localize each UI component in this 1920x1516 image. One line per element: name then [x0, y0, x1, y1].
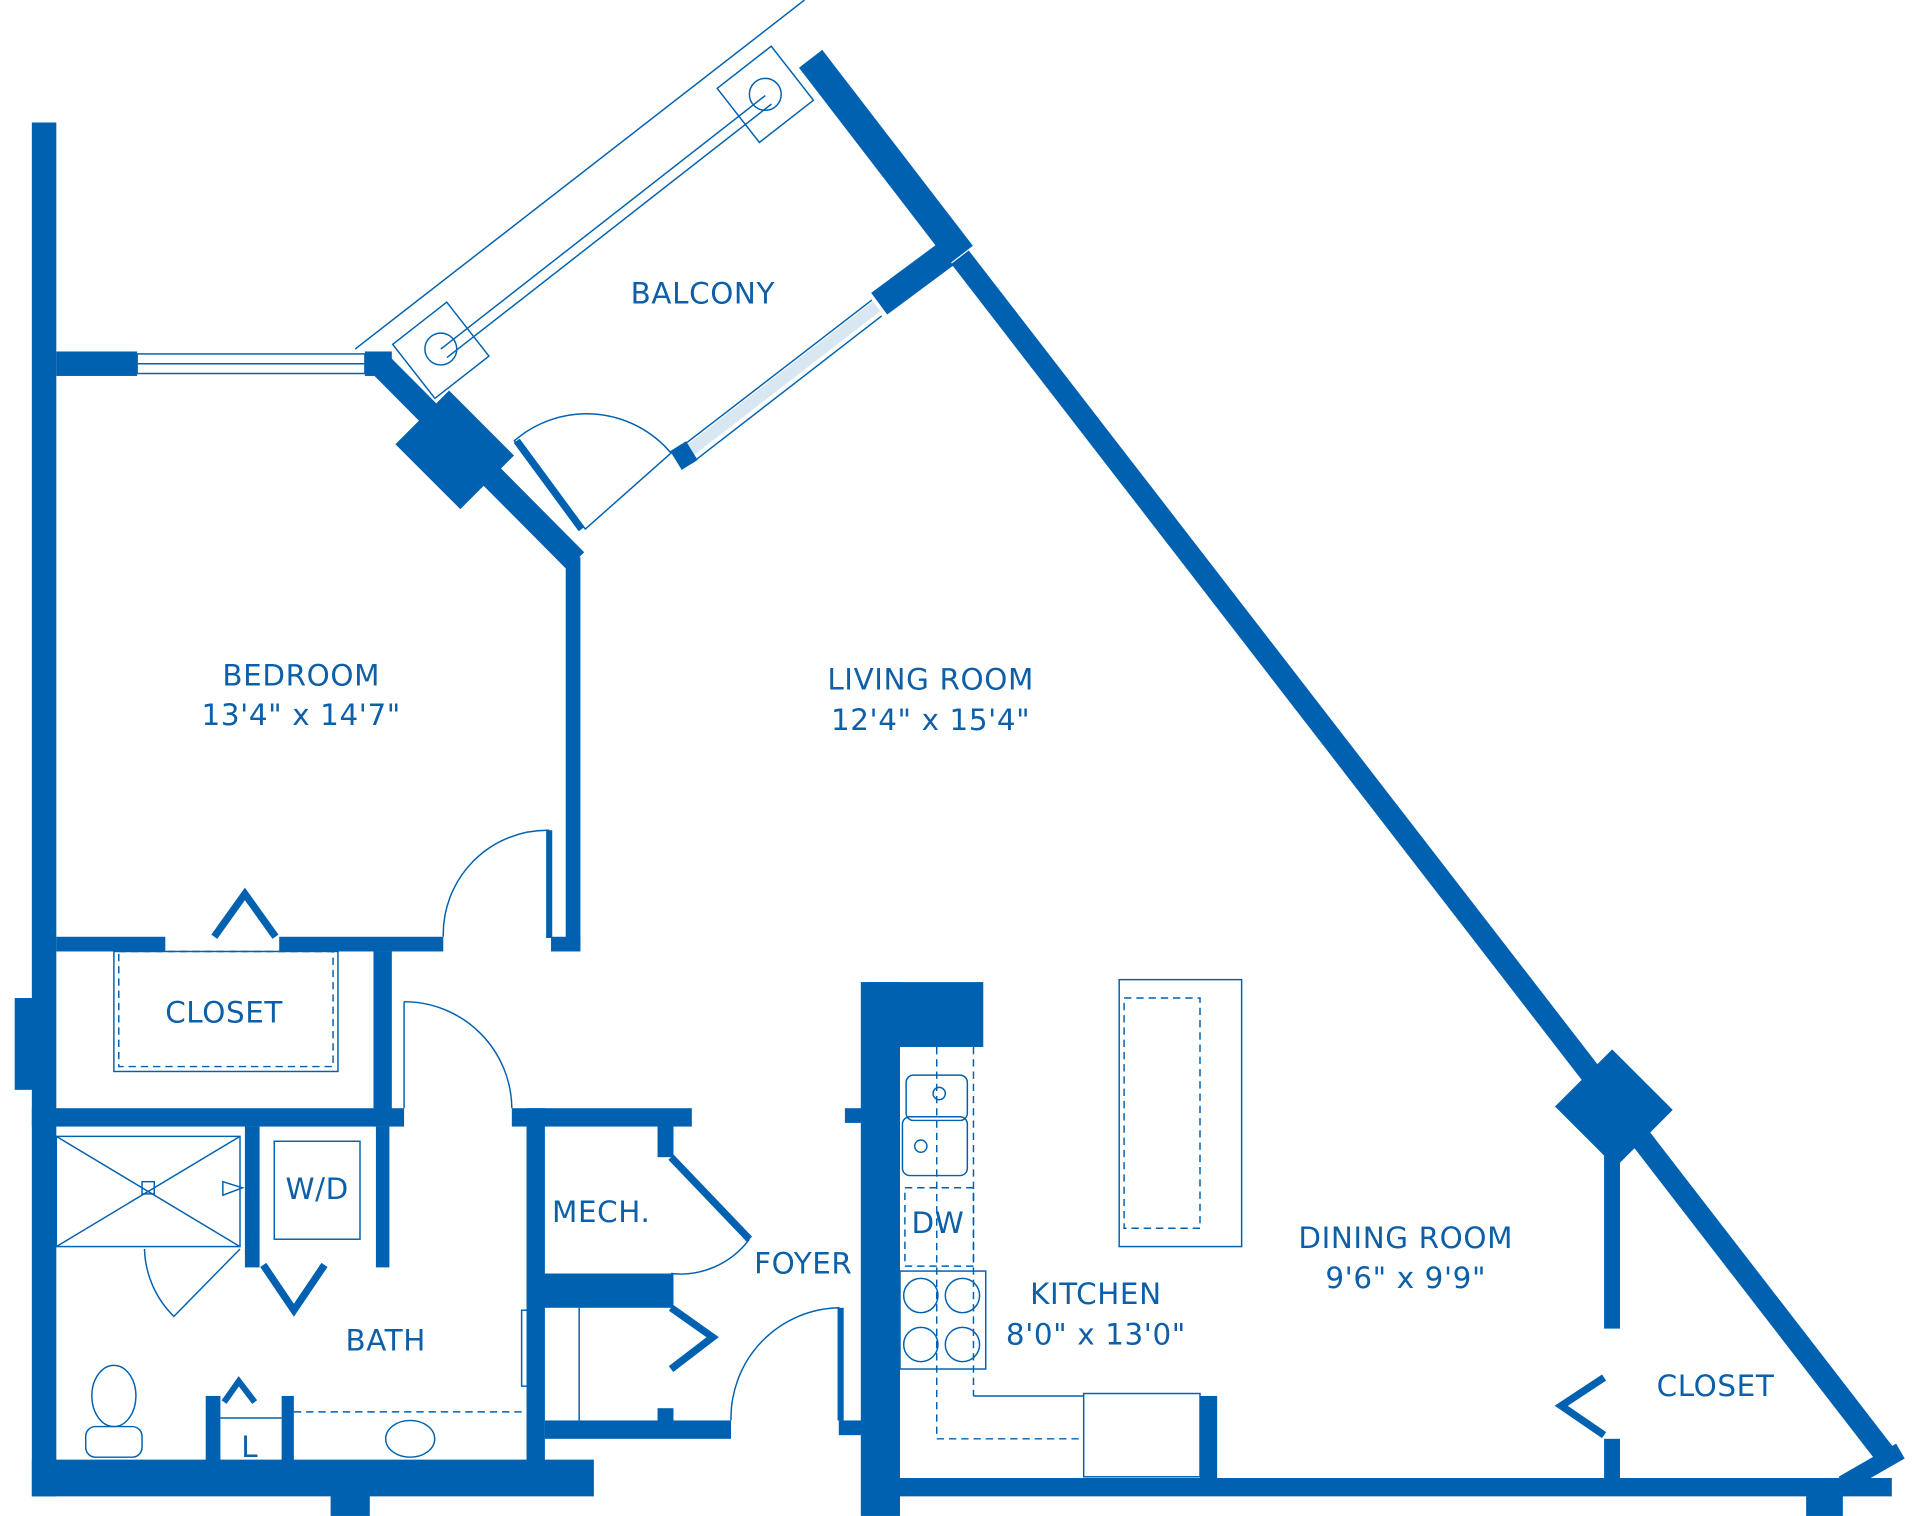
- dining-room-label: DINING ROOM: [1298, 1221, 1513, 1255]
- bath-label: BATH: [345, 1324, 425, 1358]
- linen-label: L: [241, 1430, 258, 1464]
- closet-label-2: CLOSET: [1657, 1369, 1775, 1403]
- kitchen-size: 8'0" x 13'0": [1006, 1318, 1186, 1352]
- living-room-size: 12'4" x 15'4": [831, 703, 1030, 737]
- wd-label: W/D: [285, 1172, 348, 1206]
- walls: [14, 49, 1905, 1516]
- foyer-label: FOYER: [754, 1247, 852, 1281]
- balcony-label: BALCONY: [631, 277, 775, 311]
- bedroom-size: 13'4" x 14'7": [202, 698, 401, 732]
- mech-label: MECH.: [552, 1195, 650, 1229]
- closet-label: CLOSET: [165, 995, 283, 1029]
- fixtures: [55, 0, 1607, 1478]
- bedroom-label: BEDROOM: [222, 659, 380, 693]
- dw-label: DW: [912, 1206, 965, 1240]
- living-room-label: LIVING ROOM: [827, 662, 1034, 696]
- dining-room-size: 9'6" x 9'9": [1325, 1261, 1486, 1295]
- room-labels: BALCONY BEDROOM 13'4" x 14'7" LIVING ROO…: [165, 277, 1775, 1464]
- kitchen-label: KITCHEN: [1030, 1277, 1162, 1311]
